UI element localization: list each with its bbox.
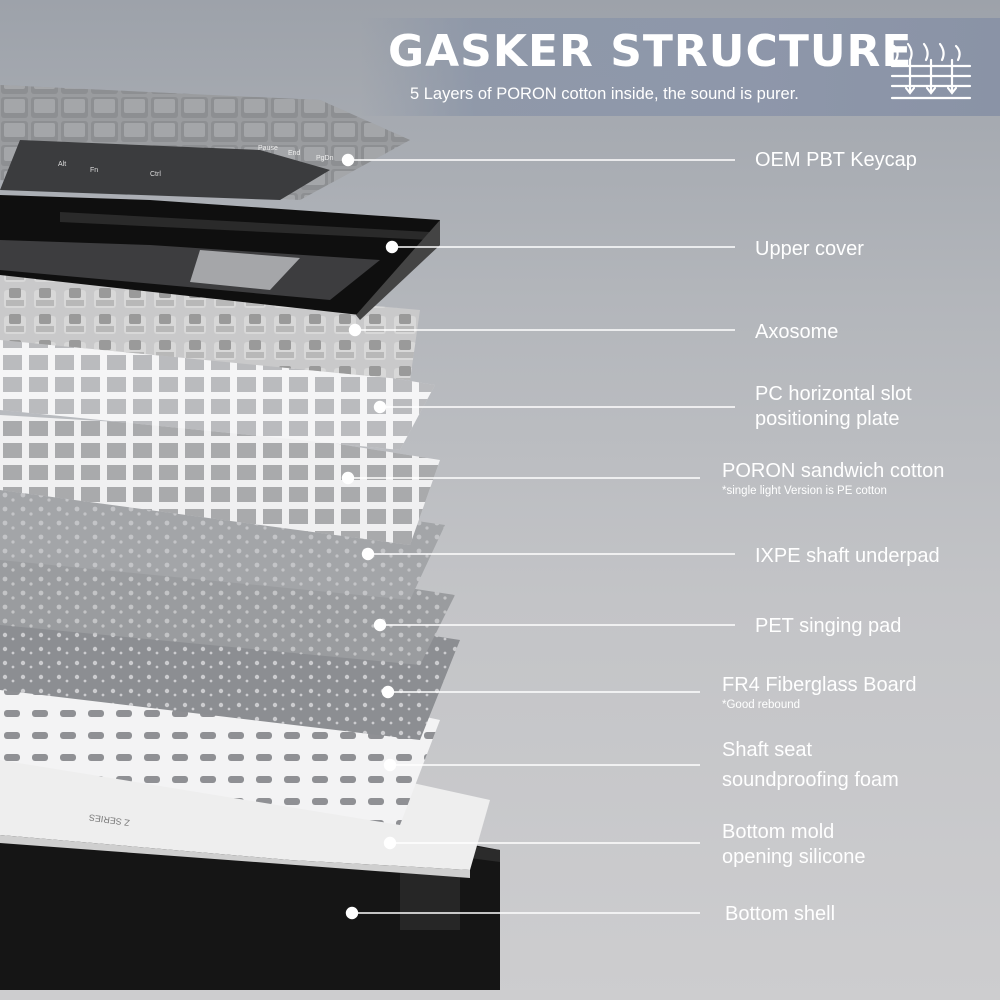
page-title: GASKER STRUCTURE	[388, 26, 913, 77]
leader-line	[385, 240, 735, 254]
leader-line	[341, 471, 700, 485]
keycap-legend: PgDn	[316, 155, 334, 162]
page-subtitle: 5 Layers of PORON cotton inside, the sou…	[410, 85, 799, 103]
layer-label-keycap: OEM PBT Keycap	[755, 149, 917, 171]
leader-line	[348, 323, 735, 337]
pet-pad-layer	[0, 540, 455, 665]
leader-line	[381, 685, 700, 699]
layer-label-poron: PORON sandwich cotton	[722, 460, 945, 482]
layer-label-pc-plate-line2: positioning plate	[755, 408, 900, 430]
keycaps-layer: Alt Fn Ctrl Pause End PgDn	[0, 85, 410, 200]
leader-line	[373, 400, 735, 414]
leader-line	[345, 906, 700, 920]
leader-lines	[341, 153, 735, 920]
pc-plate-layer	[0, 330, 435, 450]
layer-label-bottom-shell: Bottom shell	[725, 903, 836, 925]
layer-label-upper-cover: Upper cover	[755, 238, 864, 260]
layer-note-poron: *single light Version is PE cotton	[722, 485, 887, 497]
layer-label-axosome: Axosome	[755, 321, 839, 343]
poron-cotton-layer	[0, 415, 440, 545]
layer-label-bottom-silicone-line2: opening silicone	[722, 846, 866, 868]
layer-label-ixpe: IXPE shaft underpad	[755, 545, 940, 567]
layer-label-fr4: FR4 Fiberglass Board	[722, 674, 917, 696]
keycap-legend: Pause	[258, 145, 278, 152]
layer-label-pet: PET singing pad	[755, 615, 902, 637]
leader-line	[373, 618, 735, 632]
keycap-legend: End	[288, 150, 301, 157]
layer-note-fr4: *Good rebound	[722, 699, 801, 711]
leader-line	[341, 153, 735, 167]
keycap-legend: Fn	[90, 167, 98, 174]
leader-line	[383, 758, 700, 772]
layer-label-pc-plate: PC horizontal slot	[755, 383, 912, 405]
leader-line	[383, 836, 700, 850]
upper-cover-layer	[0, 195, 440, 320]
keycap-legend: Alt	[58, 161, 66, 168]
layer-label-shaft-seat: Shaft seat	[722, 739, 813, 761]
leader-line	[361, 547, 735, 561]
sound-dampening-layers-icon	[890, 42, 972, 100]
keycap-legend: Ctrl	[150, 171, 161, 178]
layer-label-bottom-silicone: Bottom mold	[722, 821, 835, 843]
layer-label-shaft-seat-line2: soundproofing foam	[722, 769, 899, 791]
